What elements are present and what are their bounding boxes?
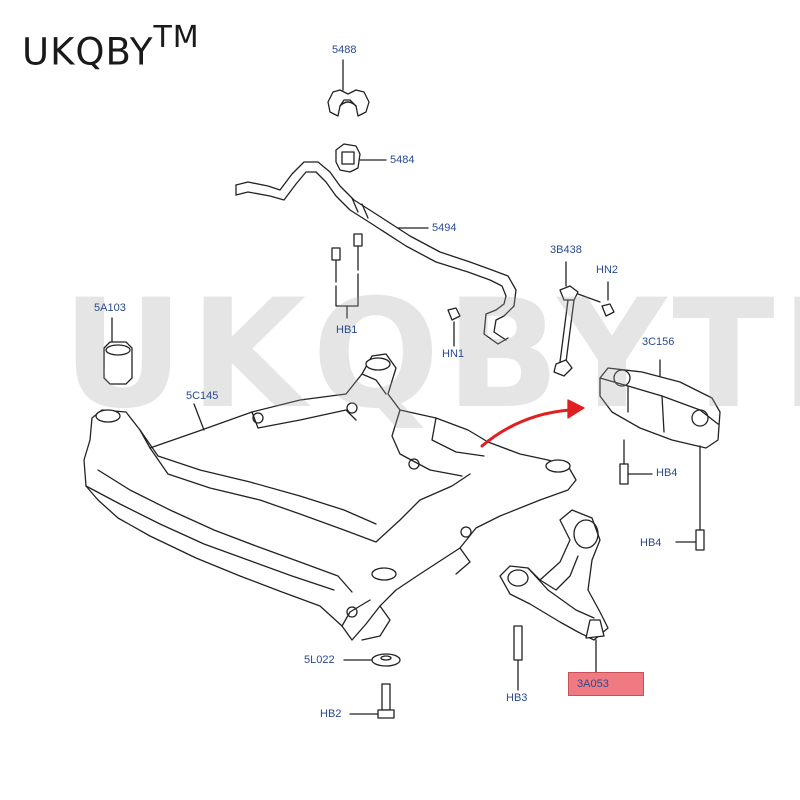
label-3a053: 3A053 <box>577 678 609 690</box>
label-5494: 5494 <box>432 222 457 234</box>
bolts-hb1 <box>331 233 363 319</box>
brand-trademark: TM <box>153 20 200 55</box>
stabilizer-bracket-5488 <box>327 59 370 117</box>
label-5484: 5484 <box>390 154 415 166</box>
label-hb4-upper: HB4 <box>656 467 678 479</box>
subframe-5c145 <box>83 353 577 641</box>
brand-name: UKQBY <box>22 30 154 74</box>
label-hb1: HB1 <box>336 324 358 336</box>
label-5l022: 5L022 <box>304 654 335 666</box>
mount-bracket-3c156 <box>599 359 721 449</box>
bolt-hb2 <box>349 683 395 719</box>
label-5488: 5488 <box>332 44 357 56</box>
control-arm-3a053 <box>499 509 609 673</box>
label-hb4-lower: HB4 <box>640 537 662 549</box>
label-5a103: 5A103 <box>94 302 126 314</box>
label-hn2: HN2 <box>596 264 619 276</box>
label-5c145: 5C145 <box>186 390 219 402</box>
bolts-hb4 <box>619 439 705 551</box>
nut-hn1 <box>447 307 461 347</box>
direction-arrow <box>480 399 585 448</box>
brand-logo: UKQBYTM <box>22 20 200 74</box>
washer-5l022 <box>343 653 401 667</box>
stabilizer-bushing-5484 <box>335 143 387 173</box>
label-3b438: 3B438 <box>550 244 582 256</box>
subframe-mount-5a103 <box>103 317 133 385</box>
bolt-hb3 <box>513 625 523 691</box>
stabilizer-bar-5494 <box>235 161 517 345</box>
label-3c156: 3C156 <box>642 336 675 348</box>
label-hb2: HB2 <box>320 708 342 720</box>
highlighted-part-label: 3A053 <box>568 672 644 696</box>
label-hb3: HB3 <box>506 692 528 704</box>
nut-hn2 <box>601 281 615 317</box>
label-hn1: HN1 <box>442 348 465 360</box>
stabilizer-link-3b438 <box>553 261 601 377</box>
watermark: UKQBYTM <box>62 268 800 442</box>
